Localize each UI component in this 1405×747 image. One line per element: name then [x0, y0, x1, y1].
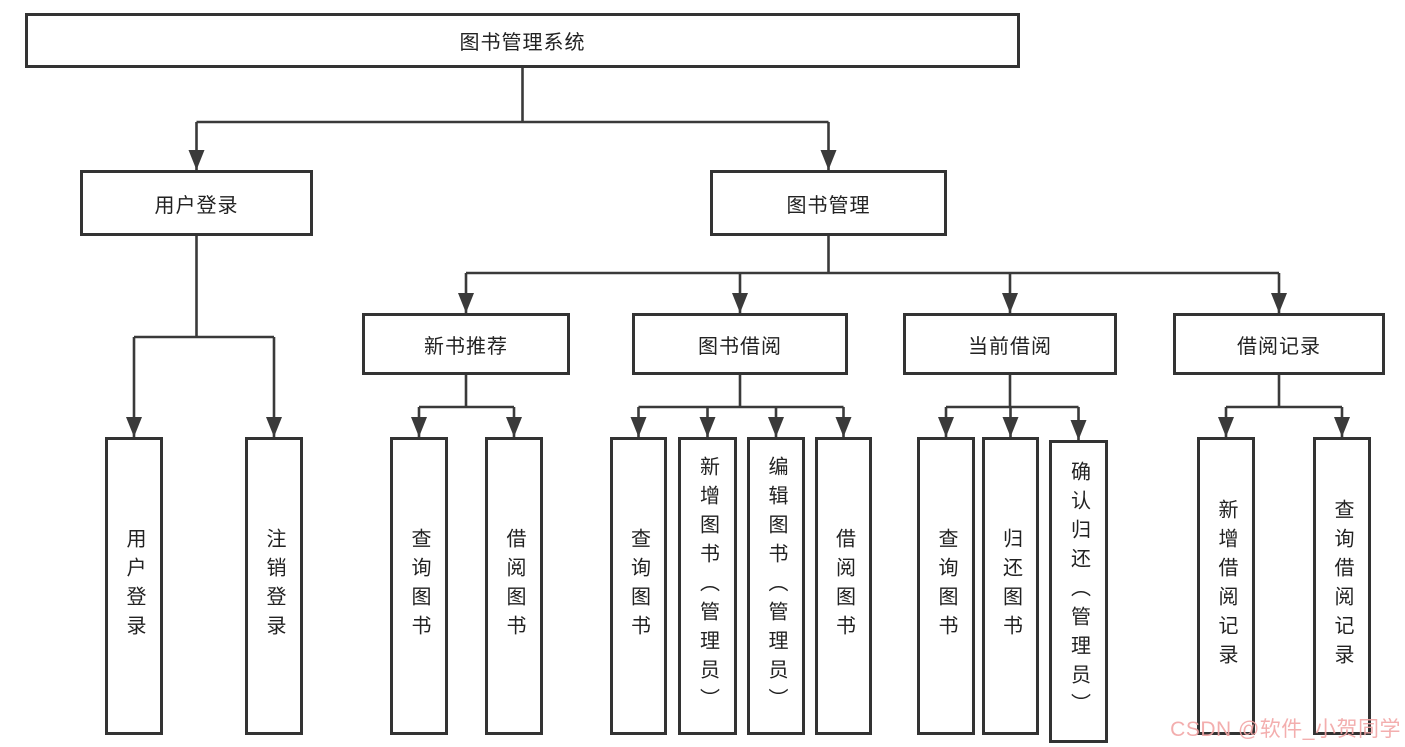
- leaf-user-login: 用户登录: [105, 437, 163, 735]
- leaf-query-borrow-record: 查询借阅记录: [1313, 437, 1371, 735]
- node-label: 借阅图书: [503, 528, 525, 644]
- node-label: 图书管理: [786, 194, 871, 217]
- node-label: 新书推荐: [424, 335, 508, 358]
- node-book-borrow: 图书借阅: [632, 313, 848, 375]
- node-label: 用户登录: [123, 528, 145, 644]
- leaf-query-books-borrow: 查询图书: [610, 437, 667, 735]
- node-label: 借阅图书: [832, 528, 855, 644]
- node-label: 归还图书: [999, 528, 1022, 644]
- leaf-add-borrow-record: 新增借阅记录: [1197, 437, 1255, 735]
- node-label: 当前借阅: [968, 335, 1052, 358]
- node-borrow-records: 借阅记录: [1173, 313, 1385, 375]
- node-library-management-system: 图书管理系统: [25, 13, 1020, 68]
- node-book-management-branch: 图书管理: [710, 170, 947, 236]
- node-label: 确认归还（管理员）: [1067, 461, 1090, 722]
- node-label: 注销登录: [263, 528, 285, 644]
- leaf-query-books-current: 查询图书: [917, 437, 975, 735]
- leaf-query-books-recommend: 查询图书: [390, 437, 448, 735]
- node-label: 新增借阅记录: [1215, 499, 1237, 673]
- node-label: 图书管理系统: [459, 32, 586, 54]
- leaf-return-books: 归还图书: [982, 437, 1039, 735]
- leaf-confirm-return-admin: 确认归还（管理员）: [1049, 440, 1108, 743]
- leaf-edit-books-admin: 编辑图书（管理员）: [747, 437, 805, 735]
- node-label: 查询图书: [408, 528, 430, 644]
- node-label: 图书借阅: [698, 335, 782, 358]
- node-user-login-branch: 用户登录: [80, 170, 313, 236]
- leaf-borrow-books-recommend: 借阅图书: [485, 437, 543, 735]
- node-current-borrow: 当前借阅: [903, 313, 1117, 375]
- node-new-book-recommend: 新书推荐: [362, 313, 570, 375]
- node-label: 查询图书: [627, 528, 650, 644]
- node-label: 新增图书（管理员）: [696, 455, 719, 717]
- node-label: 查询借阅记录: [1331, 499, 1353, 673]
- leaf-logout: 注销登录: [245, 437, 303, 735]
- leaf-add-books-admin: 新增图书（管理员）: [678, 437, 737, 735]
- node-label: 借阅记录: [1237, 335, 1321, 358]
- node-label: 查询图书: [935, 528, 957, 644]
- node-label: 用户登录: [154, 194, 239, 217]
- node-label: 编辑图书（管理员）: [765, 455, 787, 717]
- leaf-borrow-books: 借阅图书: [815, 437, 872, 735]
